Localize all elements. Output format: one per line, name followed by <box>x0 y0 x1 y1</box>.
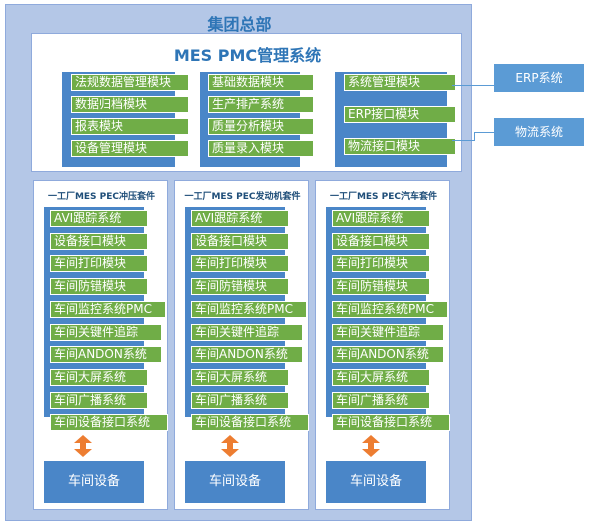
kit-module-item: 设备接口模块 <box>50 232 148 250</box>
kit-module-item: 车间打印模块 <box>191 255 289 273</box>
erp-connector-line <box>452 85 494 86</box>
pmc-management-system-panel: MES PMC管理系统 法规数据管理模块 数据归档模块 报表模块 设备管理模块 … <box>31 33 462 172</box>
kit-panel-engine: 一工厂MES PEC发动机套件 车间设备 AVI跟踪系统设备接口模块车间打印模块… <box>174 180 309 510</box>
pmc-module-item: 质量录入模块 <box>208 140 314 157</box>
kit-title: 一工厂MES PEC发动机套件 <box>184 192 301 202</box>
pmc-module-item: 法规数据管理模块 <box>71 74 189 91</box>
kit-module-item: AVI跟踪系统 <box>332 210 430 227</box>
pmc-module-item: ERP接口模块 <box>344 106 456 123</box>
kit-module-item: 设备接口模块 <box>332 232 430 250</box>
kit-title: 一工厂MES PEC汽车套件 <box>329 192 438 202</box>
kit-module-item: 车间广播系统 <box>332 391 430 409</box>
workshop-device-box: 车间设备 <box>44 461 144 503</box>
pmc-module-item: 基础数据模块 <box>208 74 314 91</box>
pmc-module-item: 物流接口模块 <box>344 138 456 155</box>
kit-module-item: 车间打印模块 <box>50 255 148 273</box>
kit-module-item: 设备接口模块 <box>191 232 289 250</box>
kit-module-item: 车间关键件追踪 <box>191 323 303 341</box>
pmc-module-item: 报表模块 <box>71 118 189 135</box>
kit-module-item: 车间监控系统PMC <box>50 300 166 318</box>
kit-module-item: 车间大屏系统 <box>191 368 289 386</box>
kit-module-item: 车间ANDON系统 <box>50 346 162 364</box>
kit-module-item: 车间大屏系统 <box>50 368 148 386</box>
workshop-device-box: 车间设备 <box>185 461 285 503</box>
kit-module-item: 车间设备接口系统 <box>332 414 450 432</box>
logistics-connector-line-2 <box>474 132 494 133</box>
kit-title: 一工厂MES PEC冲压套件 <box>47 192 156 202</box>
pmc-system-title: MES PMC管理系统 <box>173 46 322 65</box>
kit-module-item: 车间监控系统PMC <box>332 300 448 318</box>
kit-module-item: 车间大屏系统 <box>332 368 430 386</box>
bidirectional-arrow-icon <box>221 435 239 457</box>
erp-system-box: ERP系统 <box>494 64 584 92</box>
kit-module-item: 车间关键件追踪 <box>332 323 444 341</box>
kit-module-item: AVI跟踪系统 <box>50 210 148 227</box>
kit-module-item: 车间ANDON系统 <box>191 346 303 364</box>
pmc-module-item: 质量分析模块 <box>208 118 314 135</box>
group-headquarters-container: 集团总部 MES PMC管理系统 法规数据管理模块 数据归档模块 报表模块 设备… <box>5 4 472 521</box>
kit-module-item: 车间广播系统 <box>191 391 289 409</box>
kit-module-item: AVI跟踪系统 <box>191 210 289 227</box>
kit-module-item: 车间设备接口系统 <box>191 414 309 432</box>
kit-module-item: 车间设备接口系统 <box>50 414 168 432</box>
logistics-connector-line <box>452 140 474 141</box>
kit-module-item: 车间防错模块 <box>191 278 289 296</box>
logistics-connector-vertical <box>474 132 475 141</box>
bidirectional-arrow-icon <box>74 435 92 457</box>
logistics-system-box: 物流系统 <box>494 118 584 146</box>
pmc-module-item: 设备管理模块 <box>71 140 189 157</box>
pmc-module-item: 数据归档模块 <box>71 96 189 113</box>
kit-module-item: 车间广播系统 <box>50 391 148 409</box>
kit-module-item: 车间ANDON系统 <box>332 346 444 364</box>
kit-module-item: 车间监控系统PMC <box>191 300 307 318</box>
bidirectional-arrow-icon <box>362 435 380 457</box>
hq-title: 集团总部 <box>207 15 272 34</box>
kit-module-item: 车间防错模块 <box>332 278 430 296</box>
workshop-device-box: 车间设备 <box>326 461 426 503</box>
kit-module-item: 车间关键件追踪 <box>50 323 162 341</box>
kit-module-item: 车间防错模块 <box>50 278 148 296</box>
pmc-module-item: 系统管理模块 <box>344 74 456 91</box>
kit-panel-stamping: 一工厂MES PEC冲压套件 车间设备 AVI跟踪系统设备接口模块车间打印模块车… <box>33 180 168 510</box>
kit-panel-automobile: 一工厂MES PEC汽车套件 车间设备 AVI跟踪系统设备接口模块车间打印模块车… <box>315 180 450 510</box>
kit-module-item: 车间打印模块 <box>332 255 430 273</box>
pmc-module-item: 生产排产系统 <box>208 96 314 113</box>
